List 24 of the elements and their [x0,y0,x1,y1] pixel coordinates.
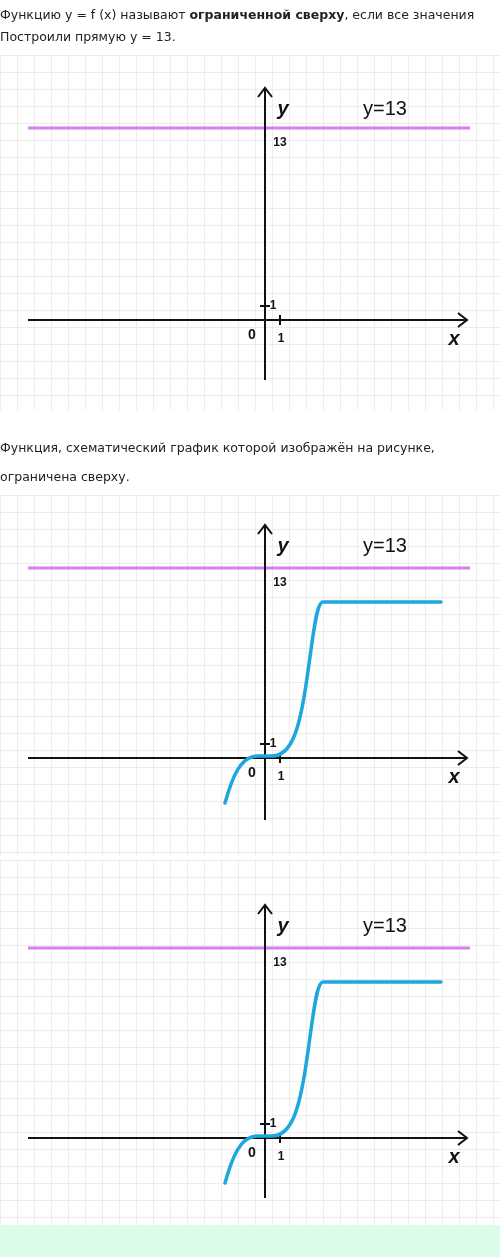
tick-label: 13 [273,955,287,969]
axis-label: x [448,326,460,350]
axis-label: y [277,913,289,937]
paragraph-text: Функция, схематический график которой изображён на рисунке, ограничена сверху. [0,439,436,486]
paragraph-text: Функцию y = f (x) называют ограниченной сверху, если все значения [0,6,476,24]
tick-label: 1 [269,1116,277,1130]
axis-label: y [277,96,289,120]
axis-label: x [448,1144,460,1168]
tick-label: 0 [248,326,256,342]
line-label: y=13 [363,913,407,937]
paragraph-text: Построили прямую y = 13. [0,28,177,46]
tick-label: 1 [277,769,285,783]
tick-label: 1 [277,1149,285,1163]
tick-label: 1 [269,298,277,312]
tick-label: 1 [277,331,285,345]
line-label: y=13 [363,96,407,120]
axis-label: y [277,533,289,557]
tick-label: 1 [269,736,277,750]
tick-label: 0 [248,1144,256,1160]
tick-label: 13 [273,135,287,149]
axis-label: x [448,764,460,788]
tick-label: 0 [248,764,256,780]
line-label: y=13 [363,533,407,557]
tick-label: 13 [273,575,287,589]
